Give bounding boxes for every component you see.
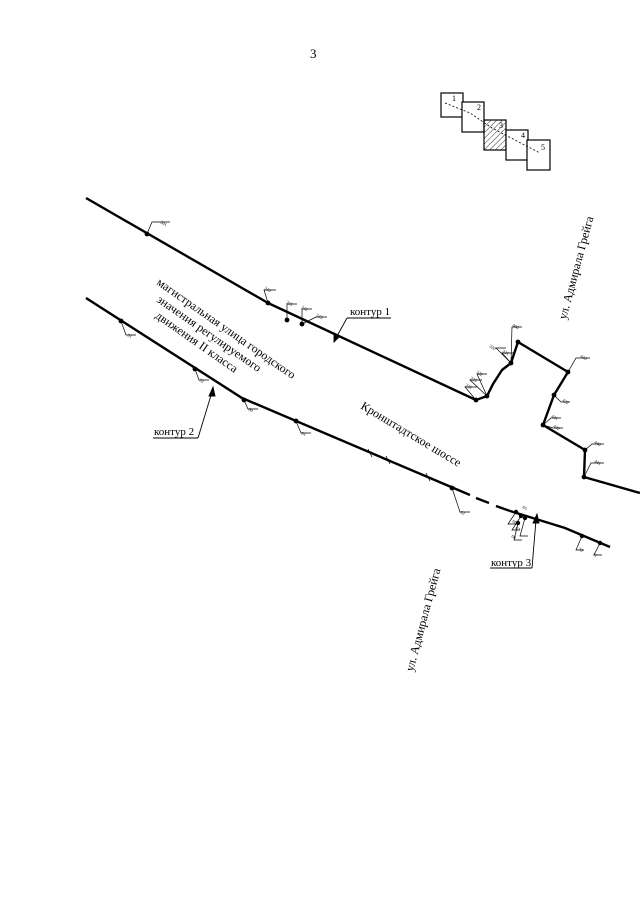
point-label-61: 61: [301, 431, 307, 438]
point-label-52: 52: [199, 378, 205, 385]
point-label-68: 68: [511, 534, 518, 541]
point-label-431: 431: [551, 414, 559, 422]
contour-2-ticks: [367, 448, 431, 482]
point-label-432: 432: [553, 424, 561, 432]
contour-3-callout: [490, 512, 540, 569]
point-label-440: 440: [594, 440, 603, 448]
point-label-320: 320: [489, 344, 498, 352]
point-label-311: 311: [286, 300, 294, 308]
point-label-301: 301: [160, 220, 168, 228]
contour-2-label: контур 2: [154, 426, 194, 438]
contour-1-callout: [333, 317, 391, 344]
contour-3-line: [509, 509, 611, 549]
main-road-label: магистральная улица городского значения …: [153, 275, 299, 382]
point-label-70: 70: [578, 547, 585, 554]
contour-2-points: [118, 318, 455, 491]
key-sheet-3-label: 3: [499, 121, 503, 130]
point-label-322: 322: [476, 370, 484, 378]
key-map: 1 2 3 4 5: [440, 92, 551, 171]
contour-2-leaders: [120, 320, 470, 513]
contour-1-label: контур 1: [350, 306, 390, 318]
point-label-62: 62: [460, 510, 466, 517]
point-label-410: 410: [580, 354, 589, 362]
point-label-65: 65: [522, 505, 529, 512]
main-road-label-line-2: значения регулируемого: [154, 292, 264, 375]
point-label-321: 321: [502, 349, 510, 357]
point-label-323: 323: [470, 376, 479, 384]
point-label-60: 60: [248, 407, 255, 414]
key-sheet-4-label: 4: [521, 131, 525, 140]
key-sheet-1-label: 1: [452, 94, 456, 103]
point-label-400: 400: [512, 323, 521, 331]
point-label-441: 441: [594, 459, 602, 467]
key-sheet-2: [461, 101, 485, 133]
contour-2-gap-dashes: [475, 496, 511, 513]
point-label-313: 313: [316, 313, 325, 321]
key-sheet-5-label: 5: [541, 143, 545, 152]
point-label-51: 51: [127, 333, 133, 340]
point-label-71: 71: [592, 552, 598, 559]
contour-3-label: контур 3: [491, 557, 532, 569]
point-label-67: 67: [515, 526, 522, 533]
greig-street-label-top: ул. Адмирала Грейга: [555, 214, 596, 321]
point-label-312: 312: [301, 305, 309, 313]
key-route-line: [444, 102, 541, 154]
key-sheet-2-label: 2: [477, 103, 481, 112]
point-label-310: 310: [264, 286, 273, 294]
contour-2-line: [85, 296, 471, 497]
shosse-label: Кронштадтское шоссе: [358, 399, 463, 470]
contour-2-callout: [153, 385, 216, 439]
greig-street-label-bottom: ул. Адмирала Грейга: [402, 566, 443, 673]
point-label-66: 66: [512, 519, 519, 526]
contour-3-leaders: [507, 511, 602, 556]
key-sheet-5: [526, 139, 551, 171]
point-label-325: 325: [465, 383, 474, 391]
contour-1-leaders: [146, 221, 604, 478]
point-label-422: 422: [562, 398, 570, 406]
page-number: 3: [310, 46, 317, 61]
